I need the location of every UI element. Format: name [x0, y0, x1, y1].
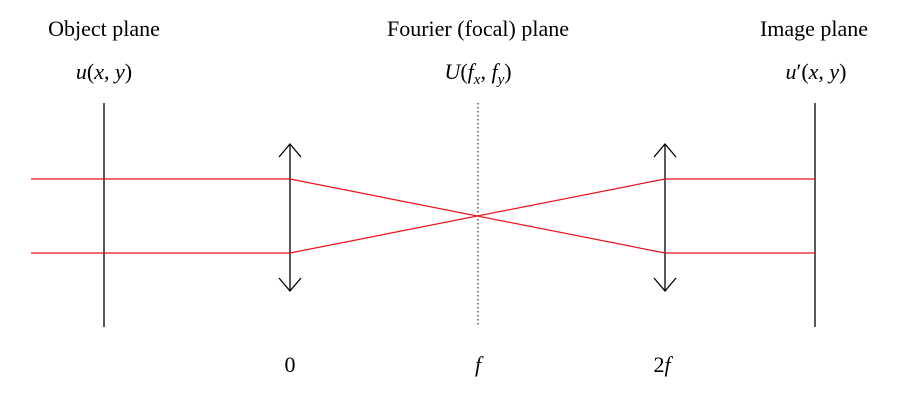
lens-1-bottom-arrow	[278, 277, 302, 293]
image-field-label: u′(x, y)	[786, 59, 847, 84]
fourier-field-label: U(fx, fy)	[444, 59, 511, 88]
lens-1	[278, 142, 302, 293]
object-field-label: u(x, y)	[76, 59, 132, 84]
lens-2-top-arrow	[653, 142, 677, 158]
fourier-plane-title: Fourier (focal) plane	[387, 16, 569, 41]
object-plane-title: Object plane	[48, 16, 160, 41]
ray-lower	[31, 178, 815, 254]
rays	[31, 178, 815, 254]
tick-label-2f: 2f	[653, 352, 673, 377]
object-field-u: u	[76, 59, 87, 84]
lens-1-top-arrow	[278, 142, 302, 158]
lens-2-bottom-arrow	[653, 277, 677, 293]
tick-label-f: f	[475, 352, 484, 377]
tick-label-0: 0	[285, 352, 296, 377]
ray-upper	[31, 178, 815, 254]
lens-2	[653, 142, 677, 293]
image-plane-title: Image plane	[760, 16, 868, 41]
